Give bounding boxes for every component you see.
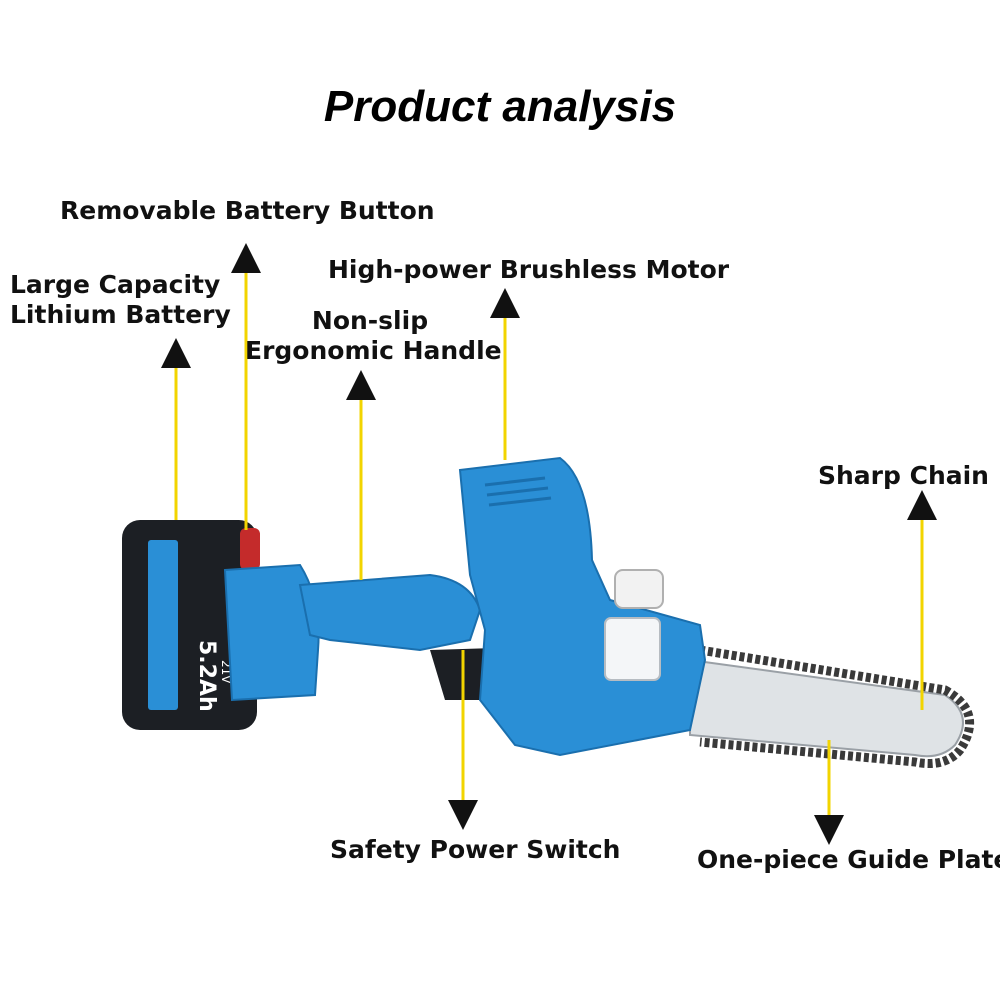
label-brushless-motor: High-power Brushless Motor [328, 255, 730, 284]
oil-cap [614, 569, 664, 609]
motor-vents [484, 476, 552, 507]
battery-release-button [240, 528, 260, 570]
page-title: Product analysis [323, 82, 677, 131]
battery-capacity-print: 5.2Ah [194, 640, 219, 712]
label-ergonomic-handle: Non-slip Ergonomic Handle [245, 306, 502, 365]
lithium-battery: 5.2Ah 21V [122, 520, 260, 730]
motor-housing [458, 456, 707, 757]
label-guide-plate: One-piece Guide Plate [697, 845, 1000, 874]
label-safety-power-switch: Safety Power Switch [330, 835, 621, 864]
ergonomic-handle [298, 573, 482, 652]
sharp-chain [699, 645, 975, 768]
label-sharp-chain: Sharp Chain [818, 461, 989, 490]
label-large-capacity-battery: Large Capacity Lithium Battery [10, 270, 231, 329]
guide-plate [689, 658, 964, 758]
label-removable-battery-button: Removable Battery Button [60, 196, 435, 225]
